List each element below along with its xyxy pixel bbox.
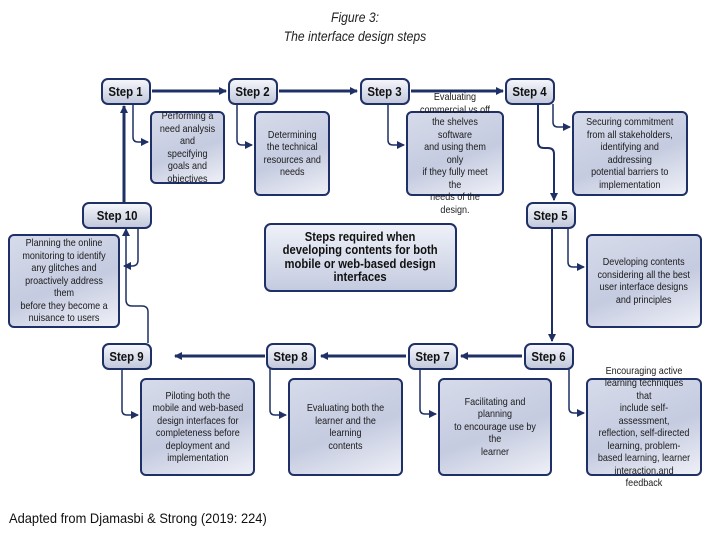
step-2-description: Determining the technical resources and … [254,111,330,196]
step-4-description: Securing commitment from all stakeholder… [572,111,688,196]
step-label: Step 3 [367,84,403,99]
description-text: Determining the technical resources and … [263,128,321,179]
description-text: Developing contents considering all the … [597,256,691,306]
step-10-box: Step 10 [82,202,152,229]
step-4-box: Step 4 [505,78,555,105]
step-label: Step 2 [235,84,271,99]
step-label: Step 1 [108,84,144,99]
arrow-step4-to-step5 [537,104,558,201]
step-5-box: Step 5 [526,202,576,229]
description-text: Evaluating both the learner and the lear… [306,402,385,452]
branch-step10 [123,229,139,270]
description-text: Performing a need analysis and specifyin… [159,110,216,185]
branch-step9 [121,369,139,419]
description-text: Facilitating and planning to encourage u… [454,395,536,458]
description-text: Evaluating commercial vs off the shelves… [419,91,491,216]
center-note-text: Steps required when developing contents … [283,229,438,284]
source-credit: Adapted from Djamasbi & Strong (2019: 22… [9,510,267,526]
step-7-box: Step 7 [408,343,458,370]
branch-step3 [387,104,405,149]
step-label: Step 9 [109,349,145,364]
step-6-box: Step 6 [524,343,574,370]
step-label: Step 7 [415,349,451,364]
center-note-box: Steps required when developing contents … [264,223,457,292]
step-1-description: Performing a need analysis and specifyin… [150,110,225,185]
branch-step5 [567,229,585,271]
step-7-description: Facilitating and planning to encourage u… [438,378,552,476]
description-text: Securing commitment from all stakeholder… [586,116,674,191]
step-3-box: Step 3 [360,78,410,105]
branch-step1 [132,104,149,146]
step-label: Step 8 [273,349,309,364]
branch-step8 [269,369,287,419]
branch-step7 [419,369,437,418]
step-10-description: Planning the online monitoring to identi… [8,234,120,328]
step-label: Step 5 [533,208,569,223]
step-label: Step 4 [512,84,548,99]
step-6-description: Encouraging active learning techniques t… [586,365,702,489]
branch-step4 [552,104,571,131]
description-text: Piloting both the mobile and web-based d… [152,389,243,465]
step-2-box: Step 2 [228,78,278,105]
arrow-step9-to-step10 [122,228,149,343]
step-8-description: Evaluating both the learner and the lear… [288,378,403,476]
step-label: Step 10 [96,208,138,223]
description-text: Planning the online monitoring to identi… [20,237,108,325]
step-9-description: Piloting both the mobile and web-based d… [140,378,255,476]
step-8-box: Step 8 [266,343,316,370]
figure-title: The interface design steps [283,29,427,44]
branch-step2 [236,104,253,149]
step-5-description: Developing contents considering all the … [586,234,702,328]
figure-label: Figure 3: [331,10,379,25]
step-label: Step 6 [531,349,567,364]
branch-step6 [568,369,585,417]
description-text: Encouraging active learning techniques t… [597,364,691,490]
step-3-description: Evaluating commercial vs off the shelves… [406,91,504,216]
step-1-box: Step 1 [101,78,151,105]
step-9-box: Step 9 [102,343,152,370]
